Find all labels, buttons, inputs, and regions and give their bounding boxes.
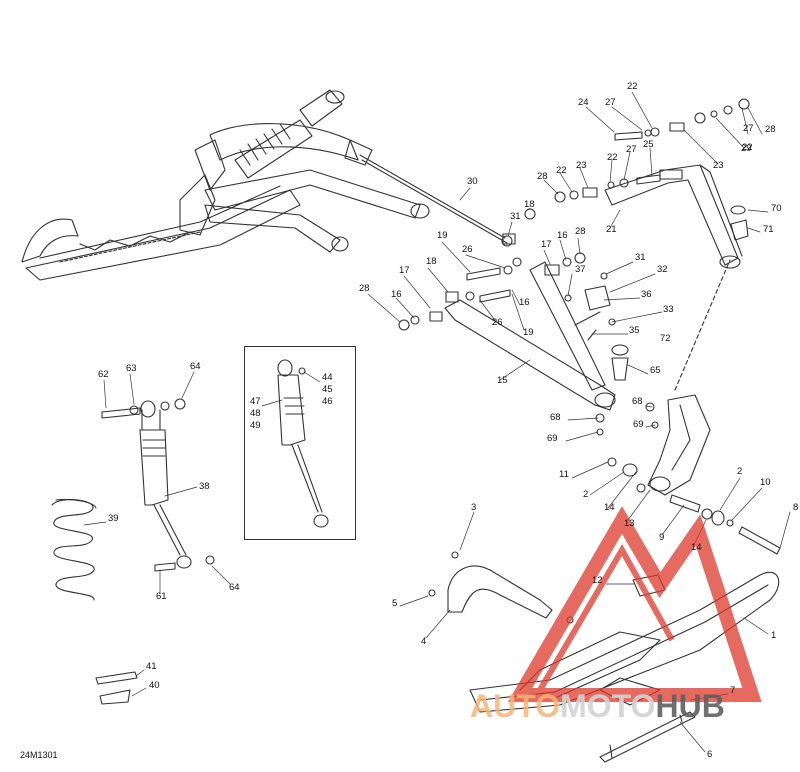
callout-22: 22	[607, 152, 618, 163]
brackets	[95, 671, 138, 705]
callout-35: 35	[629, 325, 640, 336]
callout-14: 14	[691, 542, 702, 553]
callout-2: 2	[583, 489, 589, 500]
callout-7: 7	[730, 685, 736, 696]
callout-14: 14	[604, 502, 615, 513]
callout-45: 45	[322, 384, 333, 395]
coil-spring	[51, 498, 97, 601]
callout-61: 61	[156, 591, 167, 602]
callout-21: 21	[606, 224, 617, 235]
callout-31: 31	[510, 211, 521, 222]
callout-11: 11	[559, 469, 569, 480]
callout-9: 9	[659, 532, 665, 543]
callout-1: 1	[771, 630, 777, 641]
callout-63: 63	[126, 363, 137, 374]
callout-32: 32	[657, 264, 668, 275]
callout-70: 70	[771, 203, 782, 214]
ski-leg	[428, 551, 574, 624]
callout-48: 48	[250, 408, 261, 419]
callout-26: 26	[462, 244, 473, 255]
callout-44: 44	[322, 372, 333, 383]
leader-lines	[83, 91, 791, 753]
watermark-part2: MOTO	[560, 688, 656, 724]
shock-absorber	[101, 398, 215, 572]
callout-6: 6	[707, 749, 713, 760]
reference-code: 24M1301	[20, 750, 58, 760]
callout-23: 23	[713, 160, 724, 171]
callout-16: 16	[519, 297, 530, 308]
callout-71: 71	[763, 224, 774, 235]
callout-26: 26	[492, 317, 503, 328]
callout-49: 49	[250, 420, 261, 431]
callout-19: 19	[523, 327, 534, 338]
callout-25: 25	[643, 139, 654, 150]
callout-46: 46	[322, 396, 333, 407]
callout-33: 33	[663, 304, 674, 315]
callout-28: 28	[765, 124, 776, 135]
callout-28: 28	[537, 171, 548, 182]
callout-10: 10	[760, 477, 771, 488]
watermark-text: AUTOMOTOHUB	[470, 688, 725, 725]
watermark-part3: HUB	[655, 688, 725, 724]
callout-22: 22	[556, 165, 567, 176]
callout-64: 64	[190, 361, 201, 372]
upper-a-arm	[554, 98, 750, 269]
watermark-part1: AUTO	[470, 688, 561, 724]
callout-39: 39	[108, 513, 119, 524]
callout-65: 65	[650, 365, 661, 376]
callout-30: 30	[467, 176, 478, 187]
callout-31: 31	[635, 252, 646, 263]
watermark-logo	[507, 506, 762, 702]
callout-37: 37	[575, 264, 586, 275]
callout-13: 13	[624, 518, 635, 529]
callout-15: 15	[497, 375, 508, 386]
shock-inset-frame	[244, 346, 356, 540]
callout-3: 3	[471, 502, 477, 513]
callout-36: 36	[641, 289, 652, 300]
callout-2: 2	[737, 466, 743, 477]
callout-18: 18	[426, 256, 437, 267]
callout-40: 40	[149, 680, 160, 691]
callout-28: 28	[359, 283, 370, 294]
callout-12: 12	[592, 575, 603, 586]
callout-62: 62	[98, 369, 109, 380]
callout-22: 22	[627, 81, 638, 92]
callout-19: 19	[437, 230, 448, 241]
callout-23: 23	[576, 160, 587, 171]
callout-41: 41	[146, 661, 157, 672]
callout-18: 18	[524, 199, 535, 210]
callout-64: 64	[229, 582, 240, 593]
callout-27: 27	[743, 123, 754, 134]
callout-68: 68	[550, 412, 561, 423]
callout-16: 16	[391, 289, 402, 300]
callout-5: 5	[392, 598, 398, 609]
callout-47: 47	[250, 396, 261, 407]
callout-27: 27	[626, 144, 637, 155]
callout-38: 38	[199, 481, 210, 492]
callout-17: 17	[399, 265, 410, 276]
ski	[469, 571, 780, 763]
lower-a-arm	[398, 208, 731, 411]
callout-22: 22	[742, 142, 753, 153]
callout-17: 17	[541, 239, 552, 250]
callout-8: 8	[793, 502, 799, 513]
callout-69: 69	[633, 419, 644, 430]
callout-72: 72	[660, 333, 671, 344]
inset-shock	[277, 359, 329, 528]
callout-16: 16	[557, 230, 568, 241]
callout-28: 28	[575, 226, 586, 237]
spindle	[595, 394, 781, 555]
callout-68: 68	[632, 396, 643, 407]
callout-4: 4	[421, 636, 427, 647]
callout-24: 24	[578, 97, 589, 108]
callout-29: 29	[741, 143, 752, 154]
callout-27: 27	[605, 97, 616, 108]
callout-69: 69	[547, 433, 558, 444]
assembled-suspension	[21, 89, 513, 281]
